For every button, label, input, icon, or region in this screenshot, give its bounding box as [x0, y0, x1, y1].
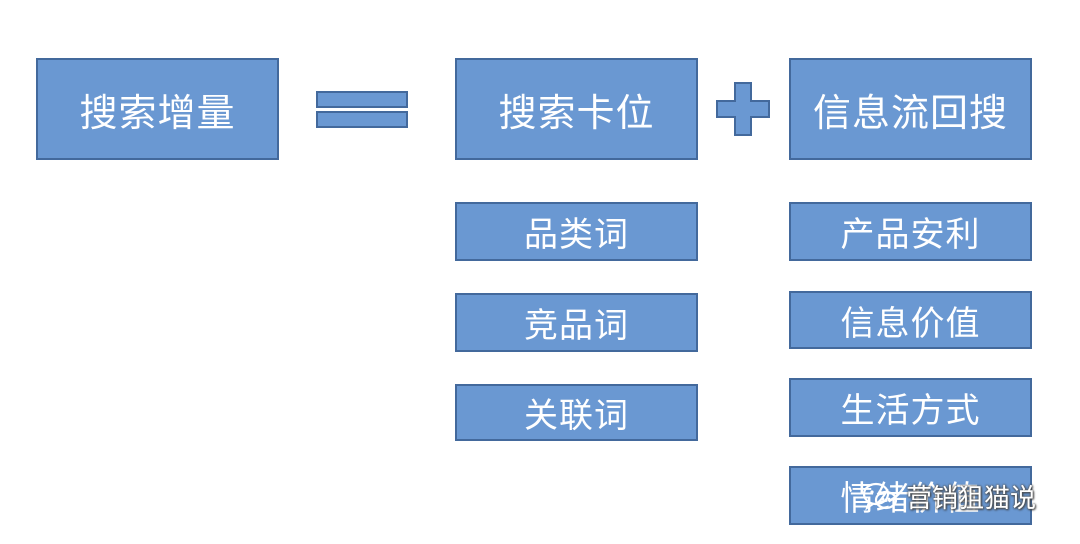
category-words-label: 品类词: [524, 215, 629, 255]
equals-bar-bottom: [316, 111, 408, 128]
watermark: 营销狙猫说: [862, 478, 1036, 515]
plus-sign: [716, 82, 770, 136]
competitor-words-box: 竞品词: [455, 293, 698, 352]
related-words-box: 关联词: [455, 384, 698, 441]
feed-research-label: 信息流回搜: [812, 90, 1008, 135]
search-slot-box: 搜索卡位: [455, 58, 698, 160]
competitor-words-label: 竞品词: [524, 306, 629, 346]
search-slot-label: 搜索卡位: [498, 90, 655, 135]
feed-research-box: 信息流回搜: [789, 58, 1032, 160]
emotional-value-label: 情绪价值: [840, 479, 981, 519]
search-increment-label: 搜索增量: [79, 90, 236, 135]
lifestyle-label: 生活方式: [840, 391, 981, 431]
wechat-icon: [862, 482, 898, 510]
watermark-text: 营销狙猫说: [906, 484, 1037, 514]
info-value-label: 信息价值: [840, 303, 981, 344]
info-value-box: 信息价值: [789, 291, 1032, 349]
product-recommend-box: 产品安利: [789, 202, 1032, 261]
equals-bar-top: [316, 91, 408, 108]
product-recommend-label: 产品安利: [840, 215, 981, 255]
emotional-value-box: 情绪价值: [789, 466, 1032, 525]
related-words-label: 关联词: [524, 396, 629, 436]
lifestyle-box: 生活方式: [789, 378, 1032, 437]
category-words-box: 品类词: [455, 202, 698, 261]
search-increment-box: 搜索增量: [36, 58, 279, 160]
